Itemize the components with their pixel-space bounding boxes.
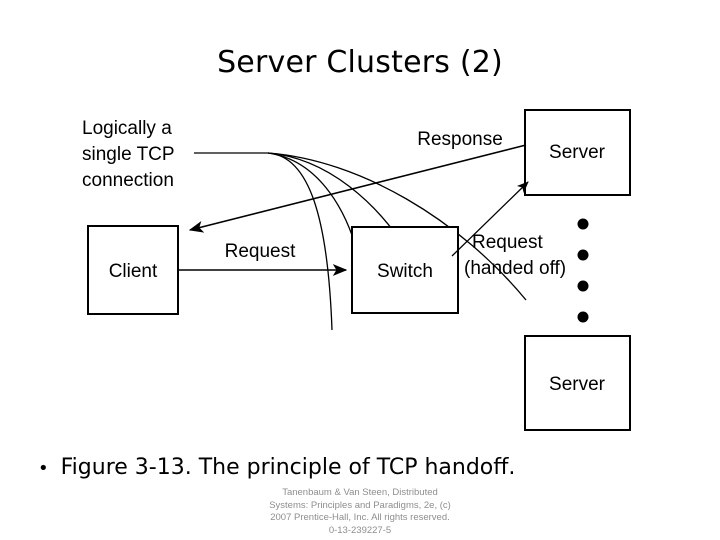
- ellipsis-dot-1: [577, 218, 589, 230]
- node-switch-label: Switch: [377, 261, 433, 282]
- edge-request-handed-off-switch-to-server: [451, 181, 529, 257]
- figure-tcp-handoff-diagram: Logically a single TCP connection Client…: [60, 100, 660, 440]
- credit-line-4: 0-13-239227-5: [328, 524, 392, 536]
- bullet-item-label: Figure 3-13. The principle of TCP handof…: [60, 455, 516, 480]
- credit-line-3: 2007 Prentice-Hall, Inc. All rights rese…: [270, 512, 450, 524]
- annotation-logical-connection-line3: connection: [82, 170, 174, 191]
- page-title: Server Clusters (2): [217, 45, 503, 80]
- diagram-canvas: Logically a single TCP connection Client…: [82, 109, 631, 431]
- annotation-logical-connection-line1: Logically a: [82, 118, 172, 139]
- bullet-marker-icon: •: [38, 458, 49, 479]
- node-switch-box: [351, 226, 459, 314]
- node-client-box: [87, 225, 179, 315]
- annotation-request-handed-off-line1: Request: [472, 232, 543, 253]
- logical-strand-4: [267, 152, 527, 301]
- annotation-logical-connection-line2: single TCP: [82, 144, 175, 165]
- ellipsis-dot-2: [577, 249, 589, 261]
- node-server-top-box: [524, 109, 631, 196]
- node-server-bottom-box: [524, 335, 631, 431]
- credit-line-2: Systems: Principles and Paradigms, 2e, (…: [269, 499, 451, 511]
- ellipsis-dot-4: [577, 311, 589, 323]
- node-server-bottom-label: Server: [549, 374, 606, 395]
- credit-line-1: Tanenbaum & Van Steen, Distributed: [282, 487, 438, 498]
- annotation-request-handed-off-line2: (handed off): [464, 258, 566, 279]
- node-client-label: Client: [109, 261, 158, 282]
- bullet-list-item: • Figure 3-13. The principle of TCP hand…: [38, 455, 678, 480]
- annotation-request-label: Request: [225, 241, 296, 262]
- edge-response-server-to-client: [188, 144, 527, 233]
- ellipsis-dot-3: [577, 280, 589, 292]
- node-server-top-label: Server: [549, 142, 606, 163]
- annotation-response-label: Response: [417, 129, 503, 150]
- copyright-credit: Tanenbaum & Van Steen, Distributed Syste…: [0, 487, 720, 537]
